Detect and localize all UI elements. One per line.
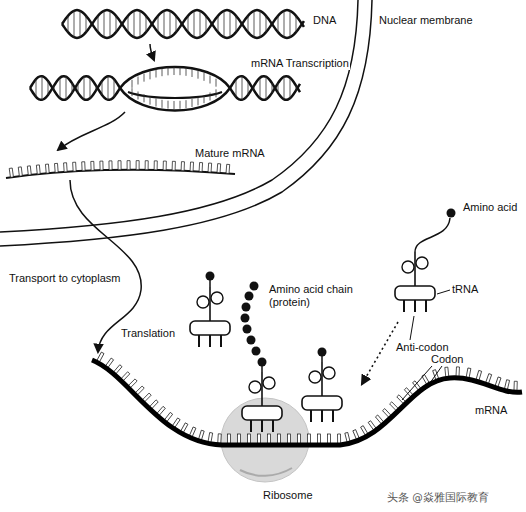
chain-label: Amino acid chain (protein): [268, 283, 362, 309]
trna-symbol: [242, 372, 282, 432]
mrna-bases: [96, 352, 517, 445]
amino-acid: [206, 272, 215, 281]
watermark: 头条 @焱雅国际教育: [386, 491, 490, 504]
leader-line: [437, 290, 450, 294]
mrna-label: Mature mRNA: [194, 147, 266, 160]
incoming-arrow: [362, 322, 398, 384]
transcription-bubble: [30, 67, 300, 111]
dna-label: DNA: [312, 14, 337, 27]
codon-label: Codon: [430, 353, 464, 366]
nuclear-membrane-inner: [0, 0, 358, 232]
flow-arrow: [58, 112, 125, 150]
trna-symbol: [395, 252, 435, 312]
nuclear-membrane: [0, 0, 372, 246]
leader-line: [410, 316, 414, 340]
process-label: Translation: [120, 327, 176, 340]
amino-acid-chain: [241, 282, 267, 367]
flow-arrow: [150, 44, 154, 60]
dna-helix: [62, 10, 304, 38]
mrna-strand: [92, 360, 522, 445]
amino-acid: [447, 209, 456, 218]
trna-symbol: [190, 287, 230, 347]
ribosome-label: Ribosome: [262, 489, 314, 502]
ribosome-arrow: [240, 468, 292, 476]
trna-label: tRNA: [451, 283, 479, 296]
membrane-label: Nuclear membrane: [378, 14, 474, 27]
process-label: mRNA Transcription: [250, 57, 350, 70]
mrna-label: mRNA: [474, 404, 508, 417]
amino-acid-label: Amino acid: [462, 201, 518, 214]
process-label: Transport to cytoplasm: [8, 272, 121, 285]
trna-symbol: [302, 362, 342, 422]
mrna-bases: [9, 161, 229, 178]
amino-acid: [318, 348, 327, 357]
